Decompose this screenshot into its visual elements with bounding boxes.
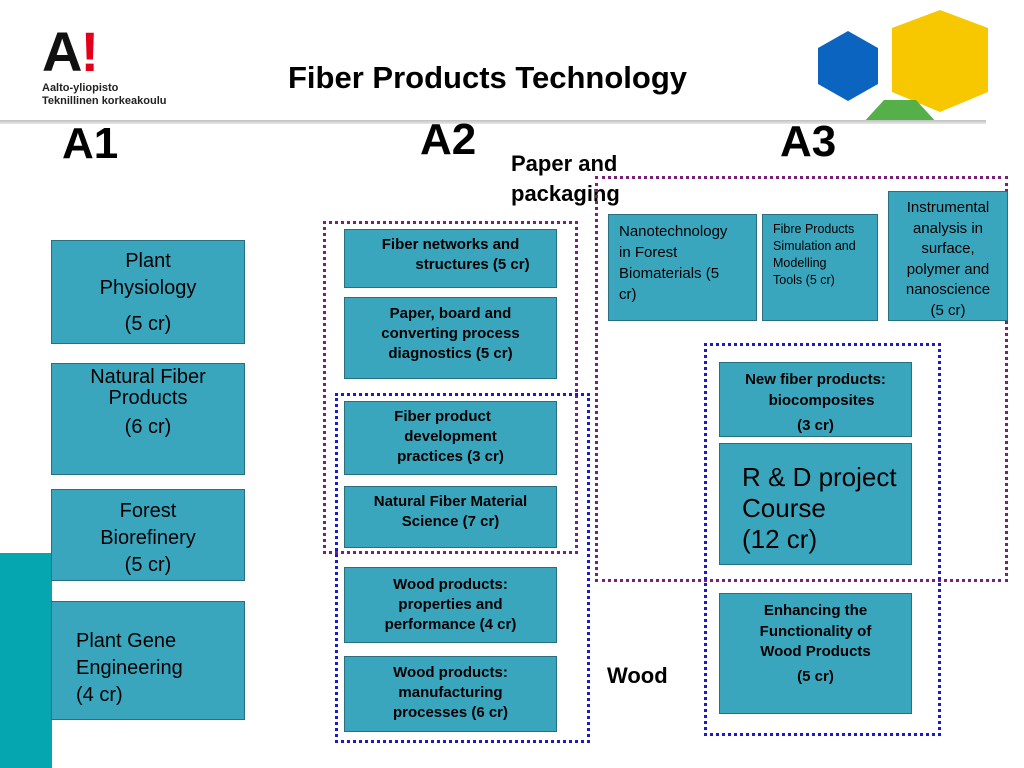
blue-hexagon <box>818 31 878 101</box>
paper-group-outline-a3 <box>595 176 1008 582</box>
course-plant-gene-engineering[interactable]: Plant Gene Engineering (4 cr) <box>51 601 245 720</box>
group-label-wood: Wood <box>607 663 668 688</box>
aalto-logo: A! <box>42 24 99 80</box>
yellow-hexagon <box>892 10 988 112</box>
course-nanotechnology-forest-biomaterials[interactable]: Nanotechnology in Forest Biomaterials (5… <box>608 214 757 321</box>
logo-exclamation: ! <box>80 20 99 83</box>
logo-text-line2: Teknillinen korkeakoulu <box>42 95 167 107</box>
course-instrumental-analysis[interactable]: Instrumental analysis in surface, polyme… <box>888 191 1008 321</box>
column-heading-a2: A2 <box>420 115 477 164</box>
green-hexagon <box>862 100 938 124</box>
course-forest-biorefinery[interactable]: Forest Biorefinery (5 cr) <box>51 489 245 581</box>
course-plant-physiology[interactable]: Plant Physiology (5 cr) <box>51 240 245 344</box>
course-natural-fiber-material-science[interactable]: Natural Fiber Material Science (7 cr) <box>344 486 557 548</box>
wood-group-outline-a3 <box>704 343 941 736</box>
header-divider <box>0 120 986 124</box>
column-heading-a1: A1 <box>62 119 119 168</box>
course-fiber-networks[interactable]: Fiber networks and structures (5 cr) <box>344 229 557 288</box>
page-title: Fiber Products Technology <box>288 60 688 95</box>
logo-text-line1: Aalto-yliopisto <box>42 82 119 94</box>
course-paper-board-diagnostics[interactable]: Paper, board and converting process diag… <box>344 297 557 379</box>
course-enhancing-wood-products[interactable]: Enhancing the Functionality of Wood Prod… <box>719 593 912 714</box>
logo-letter: A <box>42 20 82 83</box>
course-fiber-product-development[interactable]: Fiber product development practices (3 c… <box>344 401 557 475</box>
decorative-band <box>0 553 52 768</box>
paper-group-outline-a2 <box>323 221 578 554</box>
course-rd-project[interactable]: R & D project Course (12 cr) <box>719 443 912 565</box>
wood-group-outline-a2 <box>335 393 590 743</box>
column-heading-a3: A3 <box>780 117 837 166</box>
course-wood-products-properties[interactable]: Wood products: properties and performanc… <box>344 567 557 643</box>
course-fibre-products-simulation[interactable]: Fibre Products Simulation and Modelling … <box>762 214 878 321</box>
course-wood-products-manufacturing[interactable]: Wood products: manufacturing processes (… <box>344 656 557 732</box>
course-new-fiber-products-biocomposites[interactable]: New fiber products: biocomposites (3 cr) <box>719 362 912 437</box>
course-natural-fiber-products[interactable]: Natural Fiber Products (6 cr) <box>51 363 245 475</box>
group-label-paper: Paper and packaging <box>511 151 620 206</box>
hexagon-decoration <box>818 10 988 124</box>
